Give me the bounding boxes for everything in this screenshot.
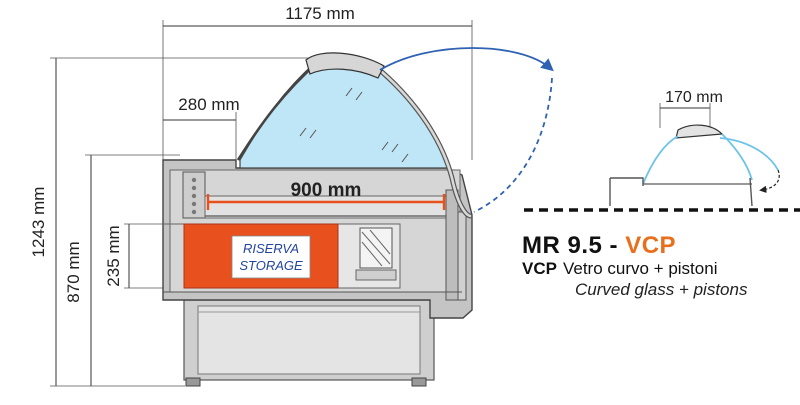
total-height-label: 1243 mm [29, 187, 48, 258]
model-code-repeat: VCP [522, 259, 557, 278]
counter-height-label: 870 mm [64, 241, 83, 302]
glass-opening-arc [379, 47, 554, 213]
counter-height-dimension: 870 mm [64, 154, 180, 386]
detail-width-label: 170 mm [665, 89, 723, 106]
detail-glass-drawing: 170 mm [609, 89, 780, 207]
total-length-dimension: 1175 mm [162, 4, 473, 215]
storage-label-italian: RISERVA [243, 241, 299, 256]
shelf-width-label: 900 mm [291, 180, 362, 201]
total-height-dimension: 1243 mm [29, 57, 320, 387]
top-depth-label: 280 mm [178, 95, 239, 114]
model-english-description: Curved glass + pistons [575, 280, 748, 299]
storage-compartment: RISERVA STORAGE [183, 223, 339, 289]
shelf-width-dimension: 900 mm [206, 180, 446, 210]
storage-label-english: STORAGE [239, 258, 303, 273]
total-length-label: 1175 mm [285, 4, 355, 23]
model-title: MR 9.5 - VCP [522, 232, 792, 260]
italian-desc-text: Vetro curvo + pistoni [562, 259, 718, 278]
inner-height-dimension: 235 mm [104, 223, 165, 289]
curved-glass-hood [236, 52, 473, 219]
inner-height-label: 235 mm [104, 225, 123, 286]
model-italian-description: VCP Vetro curvo + pistoni [522, 259, 792, 279]
model-name: MR 9.5 - [522, 232, 626, 259]
top-depth-dimension: 280 mm [163, 95, 240, 160]
model-code: VCP [625, 232, 677, 259]
